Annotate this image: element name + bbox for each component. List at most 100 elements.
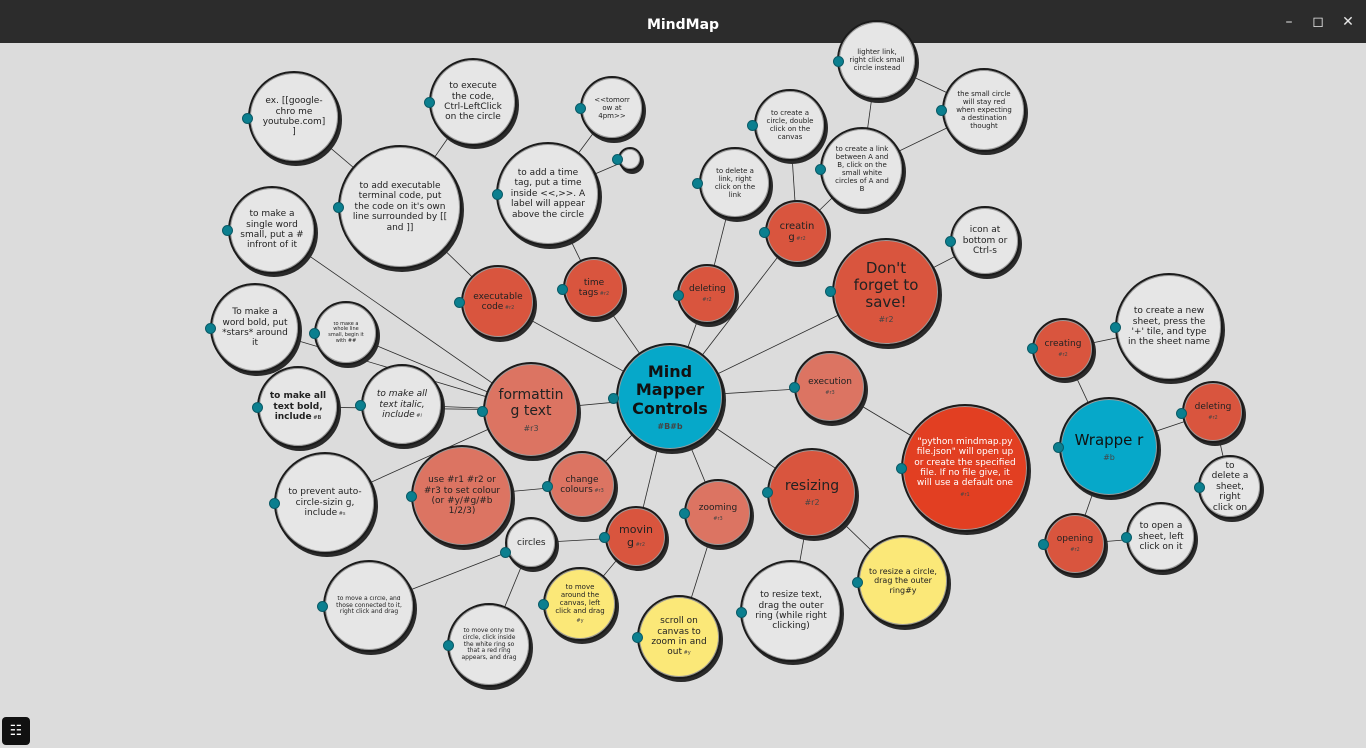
- link-anchor-handle[interactable]: [443, 640, 454, 651]
- node-zooming[interactable]: zooming #r3: [684, 479, 752, 547]
- link-anchor-handle[interactable]: [269, 498, 280, 509]
- node-python-mindmap[interactable]: "python mindmap.py file.json" will open …: [901, 404, 1029, 532]
- link-anchor-handle[interactable]: [205, 323, 216, 334]
- node-whole-line-small[interactable]: to make a whole line small, begin it wit…: [314, 301, 378, 365]
- node-deleting[interactable]: deleting #r2: [677, 264, 737, 324]
- node-circles[interactable]: circles: [505, 517, 557, 569]
- link-anchor-handle[interactable]: [852, 577, 863, 588]
- link-anchor-handle[interactable]: [762, 487, 773, 498]
- node-scroll-zoom[interactable]: scroll on canvas to zoom in and out #y: [637, 595, 721, 679]
- link-anchor-handle[interactable]: [759, 227, 770, 238]
- node-all-bold[interactable]: to make all text bold, include #B: [257, 366, 339, 448]
- link-anchor-handle[interactable]: [815, 164, 826, 175]
- node-delete-sheet[interactable]: to delete a sheet, right click on: [1198, 455, 1262, 519]
- node-resize-circle[interactable]: to resize a circle, drag the outer ring#…: [857, 535, 949, 627]
- link-anchor-handle[interactable]: [424, 97, 435, 108]
- node-icon-bottom[interactable]: icon at bottom or Ctrl-s: [950, 206, 1020, 276]
- link-anchor-handle[interactable]: [252, 402, 263, 413]
- link-anchor-handle[interactable]: [747, 120, 758, 131]
- link-anchor-handle[interactable]: [542, 481, 553, 492]
- node-delete-link[interactable]: to delete a link, right click on the lin…: [699, 147, 771, 219]
- node-terminal-code[interactable]: to add executable terminal code, put the…: [338, 145, 462, 269]
- node-all-italic[interactable]: to make all text italic, include #i: [361, 364, 443, 446]
- node-formatting-text[interactable]: formattin g text #r3: [483, 362, 579, 458]
- node-move-canvas[interactable]: to move around the canvas, left click an…: [543, 567, 617, 641]
- link-anchor-handle[interactable]: [538, 599, 549, 610]
- node-wrapper-deleting[interactable]: deleting #r2: [1182, 381, 1244, 443]
- link-anchor-handle[interactable]: [612, 154, 623, 165]
- node-word-bold[interactable]: To make a word bold, put *stars* around …: [210, 283, 300, 373]
- node-example-code[interactable]: ex. [[google-chro me youtube.com] ]: [248, 71, 340, 163]
- link-anchor-handle[interactable]: [1053, 442, 1064, 453]
- link-anchor-handle[interactable]: [1027, 343, 1038, 354]
- link-anchor-handle[interactable]: [896, 463, 907, 474]
- node-mind-mapper-controls[interactable]: Mind Mapper Controls #B#b: [616, 343, 724, 451]
- link-anchor-handle[interactable]: [477, 406, 488, 417]
- node-resizing[interactable]: resizing #r2: [767, 448, 857, 538]
- node-lighter-link[interactable]: lighter link, right click small circle i…: [837, 20, 917, 100]
- node-wrapper[interactable]: Wrappe r #b: [1059, 397, 1159, 497]
- mindmap-canvas[interactable]: Mind Mapper Controls #B#b formattin g tex…: [0, 20, 1366, 748]
- link-formatting-text-single-word-small[interactable]: [271, 229, 532, 411]
- node-single-word-small[interactable]: to make a single word small, put a # inf…: [228, 186, 316, 274]
- link-anchor-handle[interactable]: [557, 284, 568, 295]
- link-anchor-handle[interactable]: [789, 382, 800, 393]
- link-anchor-handle[interactable]: [945, 236, 956, 247]
- link-anchor-handle[interactable]: [222, 225, 233, 236]
- node-set-colour[interactable]: use #r1 #r2 or #r3 to set colour (or #y/…: [411, 445, 513, 547]
- node-new-sheet[interactable]: to create a new sheet, press the '+' til…: [1115, 273, 1223, 381]
- link-anchor-handle[interactable]: [673, 290, 684, 301]
- node-tomorrow[interactable]: <<tomorr ow at 4pm>>: [580, 76, 644, 140]
- node-label: to add a time tag, put a time inside <<,…: [510, 168, 586, 220]
- link-anchor-handle[interactable]: [1110, 322, 1121, 333]
- link-anchor-handle[interactable]: [575, 103, 586, 114]
- maximize-icon[interactable]: ◻: [1312, 14, 1324, 30]
- close-icon[interactable]: ✕: [1342, 14, 1354, 30]
- node-create-link[interactable]: to create a link between A and B, click …: [820, 127, 904, 211]
- link-anchor-handle[interactable]: [317, 601, 328, 612]
- node-create-circle[interactable]: to create a circle, double click on the …: [754, 89, 826, 161]
- link-anchor-handle[interactable]: [736, 607, 747, 618]
- node-wrapper-opening[interactable]: opening #r2: [1044, 513, 1106, 575]
- node-open-sheet[interactable]: to open a sheet, left click on it: [1126, 502, 1196, 572]
- link-anchor-handle[interactable]: [492, 189, 503, 200]
- node-small-circle-red[interactable]: the small circle will stay red when expe…: [942, 68, 1026, 152]
- node-prevent-autosize[interactable]: to prevent auto-circle-sizin g, include …: [274, 452, 376, 554]
- link-anchor-handle[interactable]: [833, 56, 844, 67]
- node-time-tag-add[interactable]: to add a time tag, put a time inside <<,…: [496, 142, 600, 246]
- link-anchor-handle[interactable]: [608, 393, 619, 404]
- link-anchor-handle[interactable]: [1176, 408, 1187, 419]
- link-anchor-handle[interactable]: [1038, 539, 1049, 550]
- node-time-tags[interactable]: time tags #r2: [563, 257, 625, 319]
- node-resize-text[interactable]: to resize text, drag the outer ring (whi…: [740, 560, 842, 662]
- node-text: to delete a link, right click on the lin…: [701, 167, 769, 199]
- node-move-circle[interactable]: to move a circle, and those connected to…: [323, 560, 415, 652]
- link-anchor-handle[interactable]: [309, 328, 320, 339]
- node-executable-code[interactable]: executable code #r2: [461, 265, 535, 339]
- node-change-colours[interactable]: change colours #r3: [548, 451, 616, 519]
- link-anchor-handle[interactable]: [692, 178, 703, 189]
- node-creating[interactable]: creatin g #r2: [765, 200, 829, 264]
- link-anchor-handle[interactable]: [1121, 532, 1132, 543]
- link-anchor-handle[interactable]: [454, 297, 465, 308]
- link-anchor-handle[interactable]: [632, 632, 643, 643]
- node-execution[interactable]: execution #r3: [794, 351, 866, 423]
- link-anchor-handle[interactable]: [333, 202, 344, 213]
- node-dont-forget-to-save[interactable]: Don't forget to save! #r2: [832, 238, 940, 346]
- link-anchor-handle[interactable]: [679, 508, 690, 519]
- link-anchor-handle[interactable]: [500, 547, 511, 558]
- node-tag: #B#b: [657, 421, 683, 431]
- minimize-icon[interactable]: –: [1285, 14, 1293, 30]
- link-anchor-handle[interactable]: [406, 491, 417, 502]
- link-anchor-handle[interactable]: [242, 113, 253, 124]
- node-text: to make a single word small, put a # inf…: [230, 209, 314, 250]
- link-anchor-handle[interactable]: [355, 400, 366, 411]
- node-wrapper-creating[interactable]: creating #r2: [1032, 318, 1094, 380]
- link-anchor-handle[interactable]: [1194, 482, 1205, 493]
- link-anchor-handle[interactable]: [936, 105, 947, 116]
- node-moving[interactable]: movin g #r2: [605, 506, 667, 568]
- node-execute-code[interactable]: to execute the code, Ctrl-LeftClick on t…: [429, 58, 517, 146]
- node-move-only-circle[interactable]: to move only the circle, click inside th…: [447, 603, 531, 687]
- link-anchor-handle[interactable]: [825, 286, 836, 297]
- link-anchor-handle[interactable]: [599, 532, 610, 543]
